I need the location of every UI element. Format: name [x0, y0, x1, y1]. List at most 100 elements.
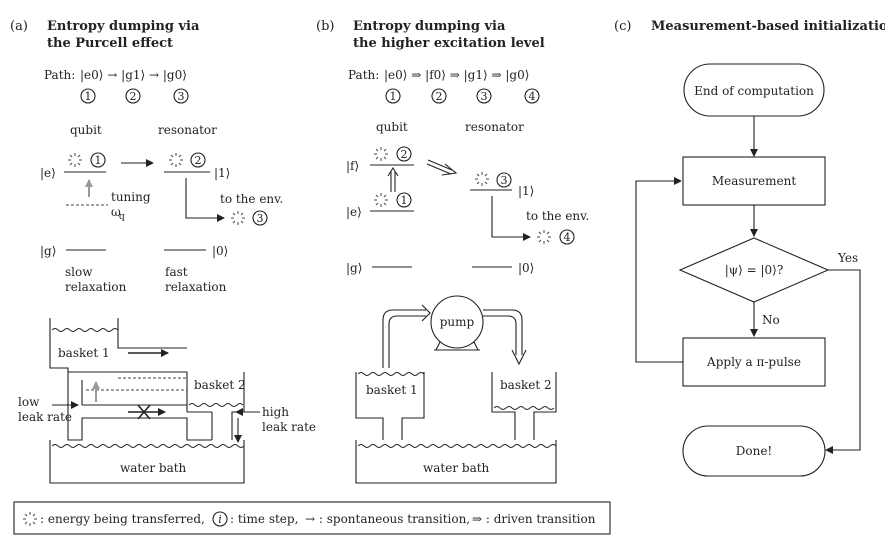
- basket-1-water: [51, 328, 119, 332]
- step-number: 4: [564, 231, 571, 244]
- sparkle-icon: [23, 512, 37, 526]
- step-number: 1: [390, 90, 397, 103]
- legend-energy: : energy being transferred,: [40, 512, 205, 526]
- arrow-to-env: [491, 196, 531, 241]
- water-bath-outline: [355, 440, 557, 484]
- step-number: 1: [401, 194, 408, 207]
- basket-2-label: basket 2: [500, 378, 552, 392]
- panel-b-ket-f: |f⟩: [346, 159, 359, 173]
- panel-a-title-line2: the Purcell effect: [47, 36, 173, 51]
- panel-b-ket-1: |1⟩: [518, 184, 534, 198]
- flow-done-node: [682, 425, 826, 477]
- basket-1-outline: [49, 318, 212, 441]
- panel-b-pump-analogy: pump basket 1 basket 2 water bath: [355, 295, 557, 484]
- panel-c: (c) Measurement-based initialization End…: [614, 19, 885, 477]
- basket-1-label: basket 1: [366, 383, 418, 397]
- panel-c-label: (c): [614, 19, 631, 34]
- panel-a-ket-1: |1⟩: [214, 166, 230, 180]
- sparkle-icon: [537, 230, 551, 244]
- panel-b-label: (b): [316, 19, 334, 34]
- low-leak-line2: leak rate: [18, 410, 72, 424]
- to-env-label: to the env.: [526, 209, 589, 223]
- legend-step-symbol: i: [218, 513, 222, 526]
- step-number: 4: [529, 90, 536, 103]
- basket-2-water: [493, 406, 555, 410]
- flow-yes-branch: [825, 269, 861, 454]
- slow-relaxation-line1: slow: [65, 265, 93, 279]
- to-env-label: to the env.: [220, 192, 283, 206]
- flow-loop-back: [635, 177, 683, 363]
- omega-label: ω: [111, 205, 121, 219]
- panel-a-basket-analogy: basket 1 basket 2 low leak rate high lea…: [18, 318, 316, 484]
- step-circle: [80, 88, 96, 104]
- slow-relaxation-line2: relaxation: [65, 280, 127, 294]
- panel-b-step-markers: 1 2 3 4: [385, 88, 540, 104]
- step-number: 2: [401, 148, 408, 161]
- flow-decision-label: |ψ⟩ = |0⟩?: [725, 263, 784, 277]
- legend-step-circle: [212, 511, 228, 527]
- step-number: 3: [481, 90, 488, 103]
- step-circle: [190, 152, 206, 168]
- basket-1-water: [357, 372, 425, 376]
- fast-relaxation-line2: relaxation: [165, 280, 227, 294]
- driven-arrow-diagonal: [426, 159, 458, 176]
- bath-water: [357, 444, 557, 448]
- panel-b: (b) Entropy dumping via the higher excit…: [316, 19, 589, 484]
- sparkle-icon: [68, 153, 82, 167]
- high-leak-line2: leak rate: [262, 420, 316, 434]
- step-number: 3: [257, 212, 264, 225]
- step-number: 2: [130, 90, 137, 103]
- panel-b-qubit-label: qubit: [376, 120, 408, 134]
- sparkle-icon: [231, 211, 245, 225]
- panel-a-path-label: Path:: [44, 68, 75, 82]
- pipe-from-pump: [483, 309, 523, 355]
- basket-1-outline: [355, 372, 384, 440]
- panel-a-ket-g: |g⟩: [40, 244, 56, 258]
- bath-water: [51, 444, 245, 448]
- panel-b-path-label: Path:: [348, 68, 379, 82]
- panel-b-title-line2: the higher excitation level: [353, 36, 545, 51]
- panel-c-title: Measurement-based initialization: [651, 19, 885, 34]
- step-number: 2: [436, 90, 443, 103]
- panel-a-ket-e: |e⟩: [40, 166, 56, 180]
- sparkle-icon: [475, 172, 489, 186]
- water-bath-label: water bath: [423, 461, 490, 475]
- cross-icon: [137, 404, 151, 420]
- tuning-label: tuning: [111, 190, 151, 204]
- basket-2-outline: [491, 372, 516, 440]
- panel-a-title-line1: Entropy dumping via: [47, 19, 200, 34]
- legend-step: : time step,: [230, 512, 298, 526]
- panel-a-resonator-label: resonator: [158, 123, 217, 137]
- basket-1-label: basket 1: [58, 346, 110, 360]
- step-number: 1: [95, 154, 102, 167]
- panel-b-ket-g: |g⟩: [346, 261, 362, 275]
- pump-icon: [430, 295, 484, 349]
- sparkle-icon: [169, 153, 183, 167]
- basket-1-right-wall: [117, 318, 187, 349]
- flow-done-label: Done!: [736, 444, 773, 458]
- sparkle-icon: [374, 147, 388, 161]
- step-number: 3: [178, 90, 185, 103]
- water-bath-label: water bath: [120, 461, 187, 475]
- basket-2-water: [188, 403, 244, 407]
- panel-b-path: |e0⟩ ⇒ |f0⟩ ⇒ |g1⟩ ⇒ |g0⟩: [384, 68, 529, 82]
- legend-box: [13, 501, 611, 535]
- legend: : energy being transferred, i : time ste…: [13, 501, 611, 535]
- flow-yes-label: Yes: [837, 251, 858, 265]
- step-circle: [125, 88, 141, 104]
- basket-2-outline: [68, 371, 188, 405]
- low-leak-line1: low: [18, 395, 40, 409]
- legend-driven: ⇒ : driven transition: [472, 512, 596, 526]
- flow-start-label: End of computation: [694, 84, 814, 98]
- omega-subscript: q: [119, 212, 125, 222]
- panel-a-step-markers: 1 2 3: [80, 88, 189, 104]
- step-number: 2: [195, 154, 202, 167]
- flow-pulse-label: Apply a π-pulse: [706, 355, 801, 369]
- legend-spontaneous: → : spontaneous transition,: [305, 512, 470, 526]
- step-number: 1: [85, 90, 92, 103]
- arrow-to-env: [185, 178, 225, 222]
- panel-a-label: (a): [10, 19, 28, 34]
- step-circle: [252, 210, 268, 226]
- panel-b-resonator-label: resonator: [465, 120, 524, 134]
